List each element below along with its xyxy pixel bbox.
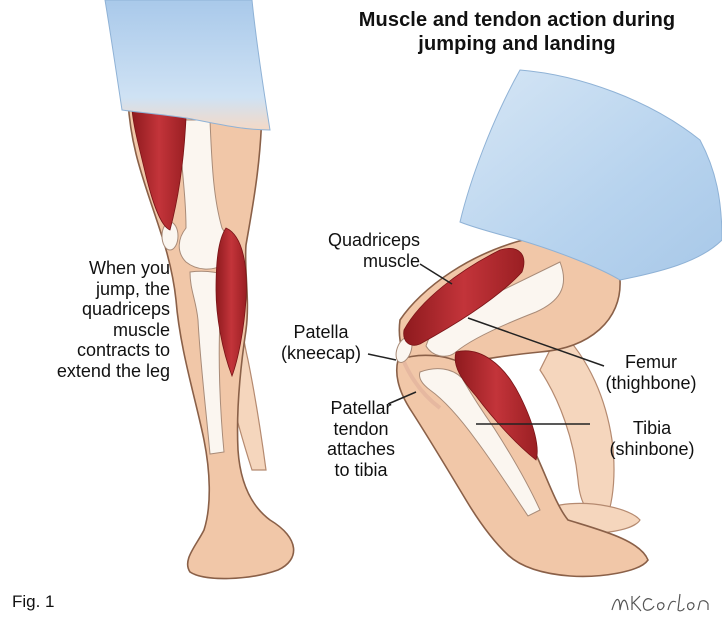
label-quadriceps: Quadriceps muscle bbox=[318, 230, 420, 271]
label-patella-line: (kneecap) bbox=[274, 343, 368, 364]
leader-patella bbox=[368, 354, 396, 360]
title-line-1: Muscle and tendon action during bbox=[332, 8, 702, 32]
diagram-title: Muscle and tendon action during jumping … bbox=[332, 8, 702, 57]
label-femur: Femur (thighbone) bbox=[596, 352, 706, 393]
label-tibia-line: (shinbone) bbox=[600, 439, 704, 460]
jump-note-line: contracts to bbox=[8, 340, 170, 361]
label-femur-line: Femur bbox=[596, 352, 706, 373]
label-femur-line: (thighbone) bbox=[596, 373, 706, 394]
artist-signature bbox=[608, 590, 716, 616]
signature-scribble bbox=[612, 594, 708, 611]
label-patella: Patella (kneecap) bbox=[274, 322, 368, 363]
title-line-2: jumping and landing bbox=[332, 32, 702, 56]
jump-note-line: quadriceps bbox=[8, 299, 170, 320]
label-patellar-tendon-line: Patellar bbox=[316, 398, 406, 419]
label-patellar-tendon-line: tendon bbox=[316, 419, 406, 440]
left-shorts bbox=[105, 0, 270, 130]
label-quadriceps-line: muscle bbox=[318, 251, 420, 272]
label-tibia: Tibia (shinbone) bbox=[600, 418, 704, 459]
jump-note-line: jump, the bbox=[8, 279, 170, 300]
jump-note: When you jump, the quadriceps muscle con… bbox=[8, 258, 170, 381]
label-quadriceps-line: Quadriceps bbox=[318, 230, 420, 251]
figure-caption: Fig. 1 bbox=[12, 592, 55, 611]
label-patellar-tendon-line: to tibia bbox=[316, 460, 406, 481]
jump-note-line: extend the leg bbox=[8, 361, 170, 382]
jump-note-line: When you bbox=[8, 258, 170, 279]
label-patella-line: Patella bbox=[274, 322, 368, 343]
right-leg-figure bbox=[393, 70, 722, 576]
jump-note-line: muscle bbox=[8, 320, 170, 341]
label-patellar-tendon: Patellar tendon attaches to tibia bbox=[316, 398, 406, 480]
label-patellar-tendon-line: attaches bbox=[316, 439, 406, 460]
label-tibia-line: Tibia bbox=[600, 418, 704, 439]
